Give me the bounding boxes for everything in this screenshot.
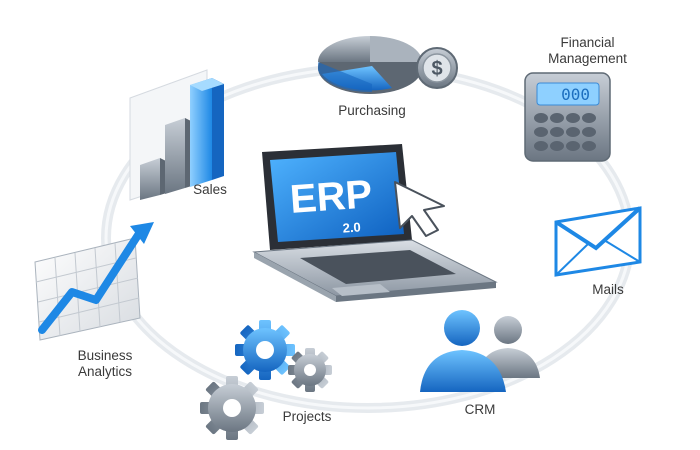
- financial-label-line2: Management: [548, 51, 627, 66]
- sales-label-text: Sales: [193, 182, 227, 197]
- laptop-icon: [252, 144, 498, 302]
- projects-label: Projects: [272, 409, 342, 425]
- gears-icon: [200, 320, 332, 440]
- erp-title: ERP: [289, 172, 374, 222]
- trend-chart-icon: [34, 222, 154, 341]
- crm-label-text: CRM: [464, 402, 496, 417]
- svg-text:$: $: [431, 58, 442, 80]
- calculator-display: 000: [561, 85, 590, 104]
- erp-version: 2.0: [342, 219, 361, 235]
- envelope-icon: [554, 206, 642, 277]
- financial-management-label: Financial Management: [525, 35, 650, 67]
- bar-chart-icon: [129, 69, 224, 201]
- mails-label-text: Mails: [592, 282, 624, 297]
- financial-label-line1: Financial: [560, 35, 615, 50]
- analytics-label-line1: Business: [77, 348, 133, 363]
- analytics-label-line2: Analytics: [77, 364, 133, 379]
- sales-label: Sales: [185, 182, 235, 198]
- cursor-arrow-icon: [394, 181, 445, 237]
- pie-chart-dollar-icon: $: [318, 36, 458, 94]
- projects-label-text: Projects: [282, 409, 332, 424]
- calculator-icon: 000: [524, 72, 611, 162]
- crm-label: CRM: [455, 402, 505, 418]
- business-analytics-label: Business Analytics: [55, 348, 155, 380]
- users-icon: [420, 310, 540, 392]
- purchasing-label-text: Purchasing: [338, 103, 406, 118]
- purchasing-label: Purchasing: [322, 103, 422, 119]
- mails-label: Mails: [578, 282, 638, 298]
